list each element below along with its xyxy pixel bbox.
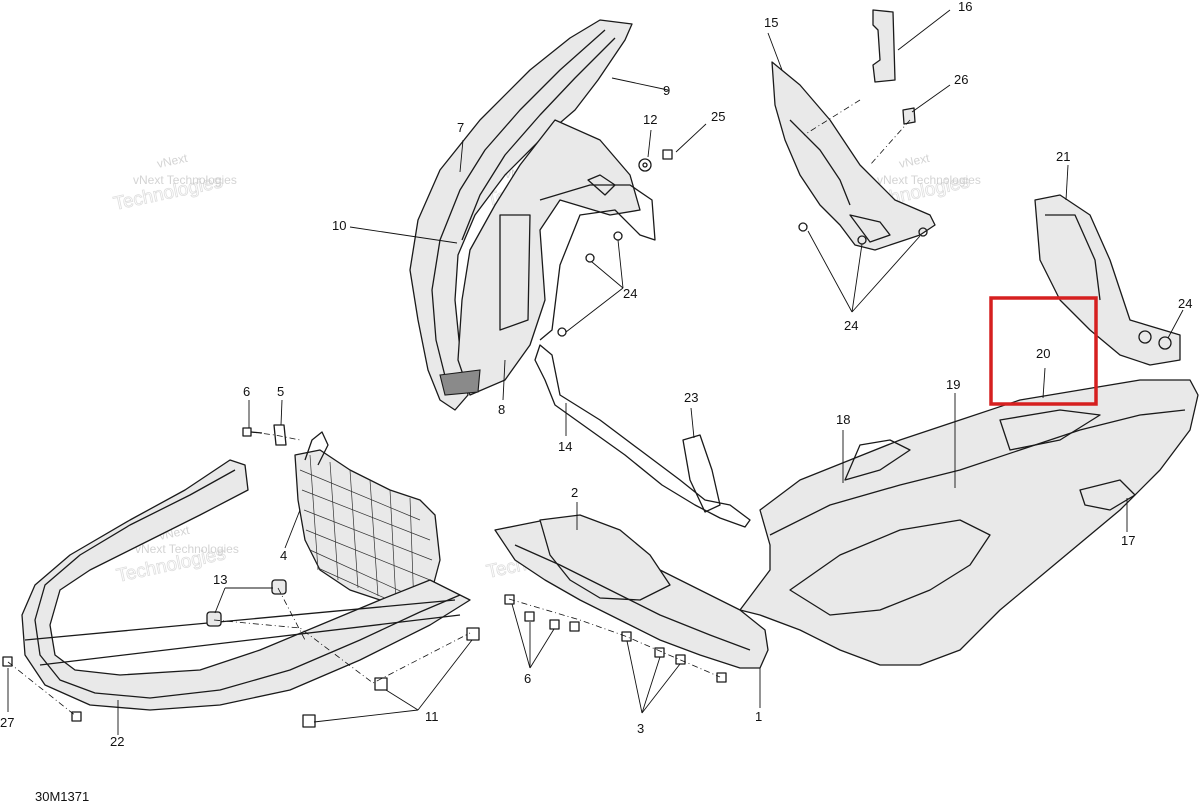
part-bracket-23 [682,434,721,513]
callout-14: 14 [558,439,572,454]
rivet-24-a [585,253,595,263]
callout-11: 11 [425,709,439,724]
callout-13: 13 [213,572,227,587]
assembly-lines [7,99,911,717]
callout-6-a: 6 [243,384,250,399]
callout-24-a: 24 [623,286,637,301]
nut-13-b [206,611,222,627]
watermark-line2: vNext Technologies [877,173,981,187]
callout-4: 4 [280,548,287,563]
callout-8: 8 [498,402,505,417]
callout-labels: 7 9 10 8 12 25 24 14 23 15 16 26 24 21 2… [0,0,1192,749]
callout-17: 17 [1121,533,1135,548]
nut-27-a [2,656,13,667]
callout-5: 5 [277,384,284,399]
callout-23: 23 [684,390,698,405]
watermark-line1: vNext [898,151,932,171]
part-side-panel [771,9,936,251]
callout-16: 16 [958,0,972,14]
callout-6-b: 6 [524,671,531,686]
part-upper-cowl [409,19,656,411]
callout-9: 9 [663,83,670,98]
callout-24-b: 24 [844,318,858,333]
part-bracket-21 [1034,194,1181,366]
screws-6-b [504,594,580,632]
callout-15: 15 [764,15,778,30]
callout-26: 26 [954,72,968,87]
rivet-24-c [557,327,567,337]
rivet-24-b [613,231,623,241]
callout-1: 1 [755,709,762,724]
clip-5 [273,424,287,446]
callout-20: 20 [1036,346,1050,361]
part-lower-fairing [494,514,769,669]
callout-25: 25 [711,109,725,124]
rivet-24-d [798,222,808,232]
leader-lines [7,9,1184,735]
watermark-line2: vNext Technologies [135,542,239,556]
callout-12: 12 [643,112,657,127]
bolt-11-c [302,714,316,728]
part-side-fairing [739,379,1199,666]
bolt-11-a [466,627,480,641]
part-brace [534,344,751,528]
washer-12 [638,158,652,172]
rivet-24-f [918,227,928,237]
nut-25 [662,149,673,160]
nut-13-a [271,579,287,595]
callout-22: 22 [110,734,124,749]
part-grille [294,431,441,613]
drawing-code: 30M1371 [35,789,89,804]
callout-21: 21 [1056,149,1070,164]
callout-27: 27 [0,715,14,730]
callout-19: 19 [946,377,960,392]
screws-3 [621,631,727,683]
callout-3: 3 [637,721,644,736]
callout-24-c: 24 [1178,296,1192,311]
nut-27-b [71,711,82,722]
watermark-1: vNext vNext Technologies Technologies [111,151,237,216]
bolt-11-b [374,677,388,691]
watermark-line1: vNext [156,151,190,171]
callout-10: 10 [332,218,346,233]
highlight-box-part-20 [989,296,1098,406]
watermark-line2: vNext Technologies [133,173,237,187]
callout-18: 18 [836,412,850,427]
callout-7: 7 [457,120,464,135]
callout-2: 2 [571,485,578,500]
part-bumper [21,459,471,711]
